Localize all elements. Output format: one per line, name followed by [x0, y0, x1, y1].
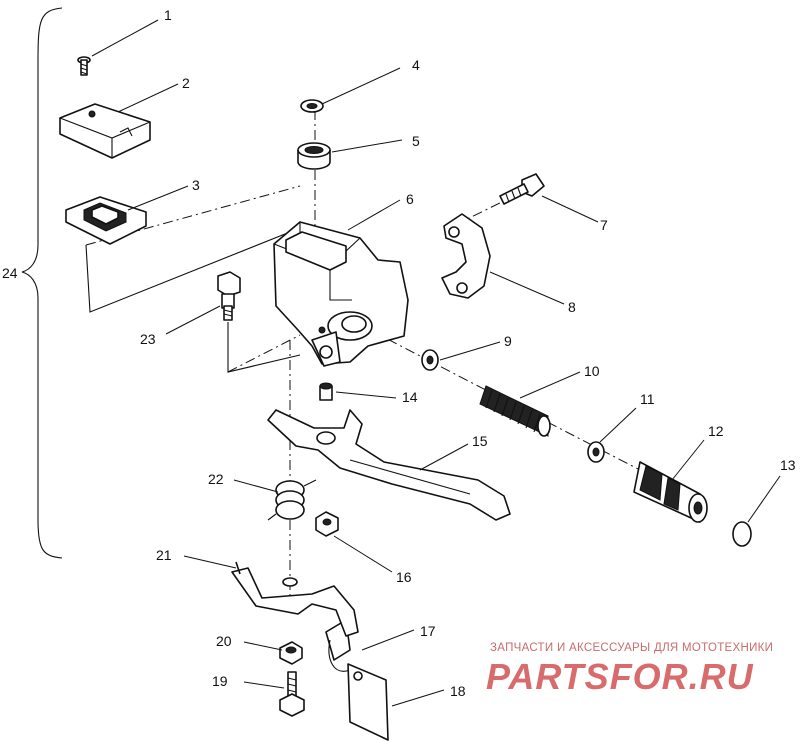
callout-13: 13 [780, 457, 796, 473]
leader-22 [233, 479, 279, 493]
watermark-caption: ЗАПЧАСТИ И АКСЕССУАРЫ ДЛЯ МОТОТЕХНИКИ [490, 642, 774, 654]
part-bushing-14 [319, 382, 333, 401]
callout-7: 7 [600, 217, 608, 233]
part-piston-12 [633, 461, 708, 523]
part-nut-16 [315, 511, 339, 537]
callout-4: 4 [412, 57, 420, 73]
part-diaphragm-3 [65, 196, 147, 245]
part-clamp-8 [441, 213, 491, 299]
leader-4 [321, 67, 401, 105]
part-oring-13 [732, 521, 752, 547]
group-bracket [21, 7, 63, 559]
part-washer-11 [587, 441, 605, 463]
part-washer-9 [421, 349, 439, 371]
callout-23: 23 [140, 331, 156, 347]
callout-19: 19 [212, 673, 228, 689]
leader-19 [243, 681, 285, 689]
callout-18: 18 [450, 683, 466, 699]
callout-6: 6 [406, 191, 414, 207]
leader-15 [419, 443, 469, 471]
leader-14 [335, 391, 397, 399]
callout-14: 14 [402, 389, 418, 405]
leader-17 [361, 629, 415, 651]
leader-18 [391, 689, 445, 707]
callout-2: 2 [182, 75, 190, 91]
leader-9 [439, 341, 501, 361]
leader-2 [117, 83, 179, 113]
part-bushing-5 [297, 142, 331, 170]
part-master-cylinder-6 [273, 221, 409, 367]
leader-21 [183, 555, 237, 569]
callout-15: 15 [472, 433, 488, 449]
leader-1 [91, 19, 159, 57]
leader-16 [333, 535, 393, 573]
callout-16: 16 [396, 569, 412, 585]
callout-12: 12 [708, 423, 724, 439]
callout-1: 1 [164, 7, 172, 23]
axis-line-cover [85, 185, 301, 246]
callout-10: 10 [584, 363, 600, 379]
callout-21: 21 [156, 547, 172, 563]
callout-20: 20 [216, 633, 232, 649]
leader-13 [747, 475, 781, 523]
part-bracket-21 [231, 561, 359, 637]
callout-22: 22 [208, 471, 224, 487]
part-bolt-23 [217, 271, 241, 321]
part-screw-1 [77, 56, 91, 76]
callout-8: 8 [568, 299, 576, 315]
callout-24: 24 [2, 265, 18, 281]
part-tag-18 [347, 663, 389, 741]
callout-9: 9 [504, 333, 512, 349]
part-screw-19 [279, 671, 305, 717]
part-nut-20 [279, 641, 303, 665]
callout-5: 5 [412, 133, 420, 149]
leader-6 [347, 199, 401, 231]
callout-17: 17 [420, 623, 436, 639]
leader-12 [671, 439, 705, 481]
callout-3: 3 [192, 177, 200, 193]
leader-20 [243, 641, 283, 651]
part-lever-15 [267, 409, 511, 521]
part-bolt-7 [499, 173, 545, 205]
watermark-logo: PARTSFOR.RU [486, 656, 754, 697]
callout-11: 11 [640, 391, 655, 407]
leader-11 [599, 407, 637, 443]
part-spring-10 [479, 385, 551, 437]
leader-10 [519, 371, 581, 399]
leader-5 [331, 139, 403, 153]
part-spring-22 [267, 479, 317, 521]
leader-3 [127, 185, 189, 211]
part-cover-2 [59, 103, 151, 159]
axis-line-23 [227, 334, 301, 373]
axis-line-bolt23 [227, 322, 301, 373]
axis-line-bracket [85, 227, 301, 313]
leader-8 [489, 271, 565, 305]
leader-7 [541, 195, 599, 223]
leader-23 [165, 305, 221, 335]
part-washer-4 [300, 99, 324, 113]
